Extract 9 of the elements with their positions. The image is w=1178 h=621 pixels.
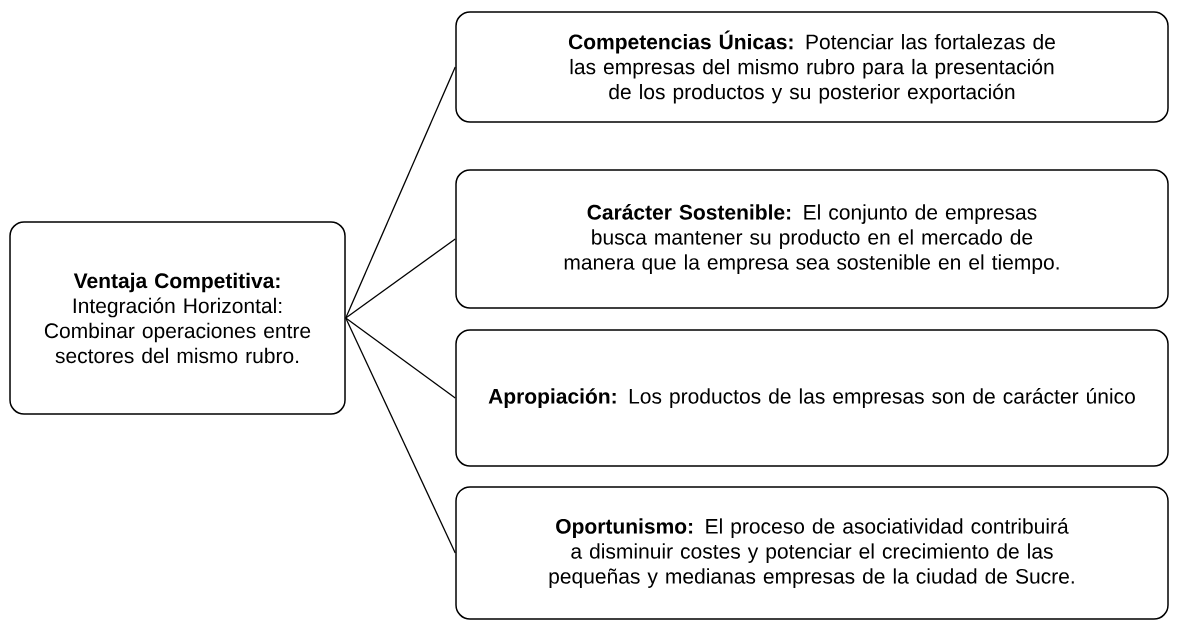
text-box: Apropiación: Los productos de las empresas son de carácter único bbox=[455, 329, 1169, 467]
text-box: Ventaja Competitiva: Integración Horizontal: Combinar operaciones entre sectores del mismo rubro. bbox=[9, 221, 346, 415]
text-box: Oportunismo: El proceso de asociatividad contribuirá a disminuir costes y potenciar el crecimiento de las pequeñas y medianas empresas de la ciudad de Sucre. bbox=[455, 486, 1169, 620]
connector-line bbox=[345, 238, 456, 319]
text-box: Competencias Únicas: Potenciar las fortalezas de las empresas del mismo rubro para la presentación de los productos y su posterior exportación bbox=[455, 11, 1169, 123]
connector-line bbox=[345, 66, 456, 319]
connector-line bbox=[345, 317, 456, 399]
connector-line bbox=[345, 317, 456, 554]
text-box: Carácter Sostenible: El conjunto de empresas busca mantener su producto en el mercado de manera que la empresa sea sostenible en el tiempo. bbox=[455, 169, 1169, 309]
